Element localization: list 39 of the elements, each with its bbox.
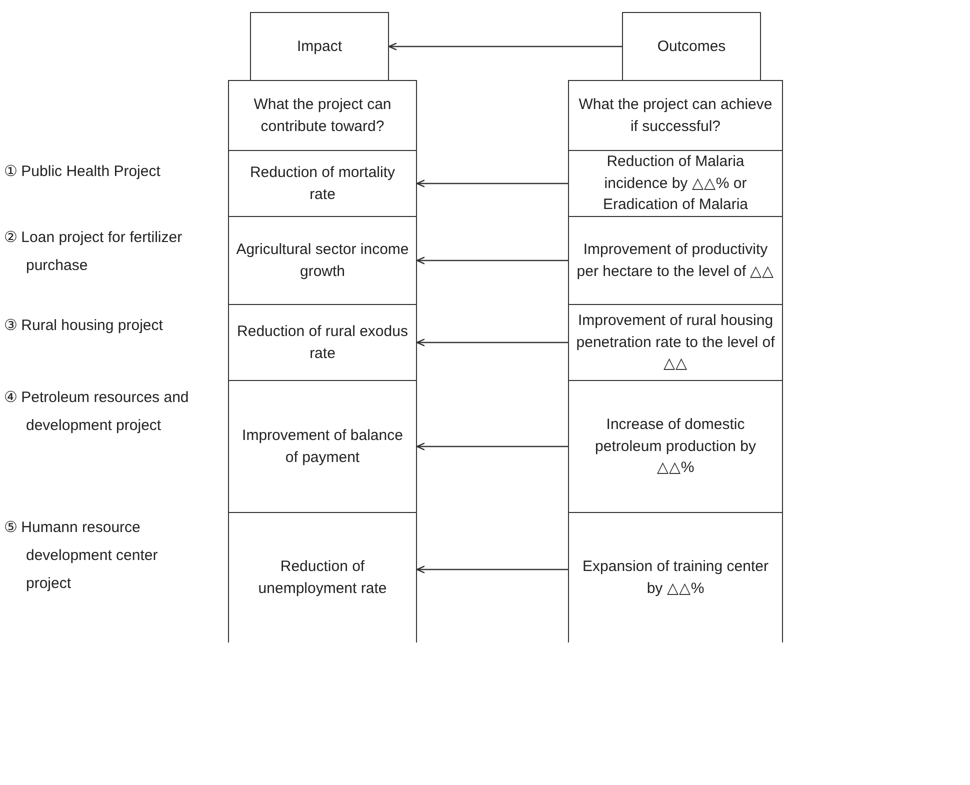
header-box	[250, 12, 389, 81]
arrow	[416, 566, 568, 574]
arrow	[416, 256, 568, 264]
table-cell	[568, 304, 783, 381]
table-cell	[228, 216, 417, 305]
table-cell	[228, 304, 417, 381]
cell-text: Outcomes	[656, 36, 727, 57]
row-label: ① Public Health Project	[4, 162, 162, 182]
cell-text: Reduction of rural exodus rate	[236, 322, 409, 364]
cell-text: What the project can achieve if successful?	[578, 94, 774, 136]
table-cell	[228, 512, 417, 643]
cell-text: Improvement of productivity per hectare to the level of △△	[576, 240, 776, 282]
arrow	[388, 42, 622, 50]
cell-text: Increase of domestic petroleum production by △△%	[594, 414, 757, 478]
arrow	[416, 442, 568, 450]
cell-text: Impact	[296, 36, 343, 57]
table-cell	[228, 380, 417, 513]
table-cell	[568, 80, 783, 151]
row-label: ③ Rural housing project	[4, 316, 164, 336]
cell-text: Reduction of unemployment rate	[257, 556, 388, 598]
row-label: ④ Petroleum resources and development project	[4, 388, 190, 436]
arrow	[416, 338, 568, 346]
table-cell	[568, 380, 783, 513]
table-cell	[568, 150, 783, 217]
row-label: ② Loan project for fertilizer purchase	[4, 228, 184, 276]
table-cell	[568, 512, 783, 643]
table-cell	[568, 216, 783, 305]
row-label: ⑤ Humann resource development center project	[4, 518, 159, 594]
cell-text: What the project can contribute toward?	[252, 94, 392, 136]
arrow	[416, 180, 568, 188]
cell-text: Reduction of mortality rate	[248, 162, 396, 204]
cell-text: Improvement of balance of payment	[241, 426, 404, 468]
header-box	[622, 12, 761, 81]
table-cell	[228, 80, 417, 151]
cell-text: Agricultural sector income growth	[235, 240, 410, 282]
cell-text: Expansion of training center by △△%	[582, 556, 770, 598]
cell-text: Improvement of rural housing penetration rate to the level of △△	[575, 310, 776, 374]
cell-text: Reduction of Malaria incidence by △△% or Eradication of Malaria	[602, 152, 750, 216]
table-cell	[228, 150, 417, 217]
